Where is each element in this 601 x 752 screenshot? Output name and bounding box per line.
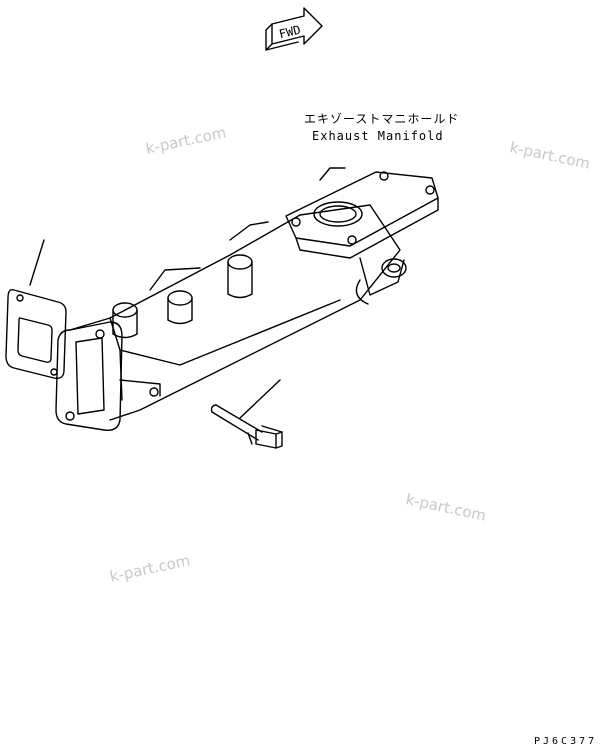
- part-name-en: Exhaust Manifold: [312, 129, 444, 143]
- forward-arrow-icon: FWD: [265, 7, 323, 51]
- part-name-jp: エキゾーストマニホールド: [304, 112, 460, 126]
- gasket-leader-line: [29, 239, 45, 286]
- bolt: [210, 404, 283, 449]
- exhaust-manifold: [55, 167, 439, 431]
- drawing-code: PJ6C377: [534, 736, 598, 747]
- fwd-label: FWD: [278, 23, 302, 42]
- bolt-leader-line: [239, 379, 281, 419]
- gasket: [5, 288, 67, 380]
